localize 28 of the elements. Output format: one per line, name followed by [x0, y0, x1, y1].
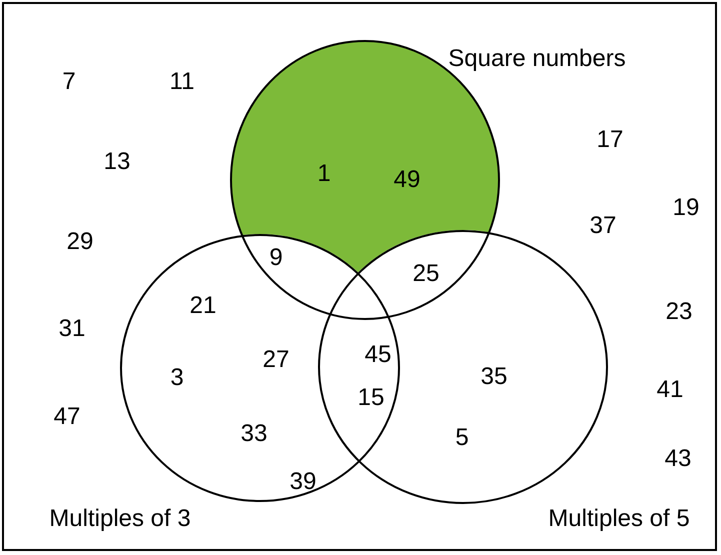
- set-element-number: 29: [66, 229, 94, 255]
- set-element-number: 47: [54, 404, 80, 430]
- set-element-number: 3: [170, 365, 184, 391]
- set-element-number: 41: [656, 377, 684, 403]
- set-element-number: 31: [58, 316, 86, 342]
- set-element-number: 27: [262, 347, 290, 373]
- set-element-number: 49: [394, 167, 420, 193]
- set-element-number: 21: [190, 293, 216, 319]
- set-element-number: 17: [596, 127, 624, 153]
- set-name: Multiples of 3: [49, 506, 191, 532]
- set-element-number: 33: [240, 421, 268, 447]
- set-element-number: 37: [590, 213, 616, 239]
- set-element-number: 11: [170, 69, 194, 95]
- set-element-number: 39: [290, 469, 316, 495]
- set-element-number: 13: [104, 149, 130, 175]
- set-element-number: 19: [672, 195, 700, 221]
- set-element-number: 23: [666, 299, 692, 325]
- set-element-number: 45: [364, 342, 392, 368]
- set-element-number: 5: [455, 425, 469, 451]
- set-name: Square numbers: [448, 46, 626, 72]
- set-element-number: 1: [317, 161, 331, 187]
- set-element-number: 9: [269, 245, 283, 271]
- set-element-number: 25: [412, 261, 440, 287]
- set-element-number: 35: [480, 364, 508, 390]
- set-element-number: 43: [664, 446, 692, 472]
- set-name: Multiples of 5: [548, 506, 690, 532]
- set-element-number: 7: [62, 69, 76, 95]
- set-element-number: 15: [358, 385, 384, 411]
